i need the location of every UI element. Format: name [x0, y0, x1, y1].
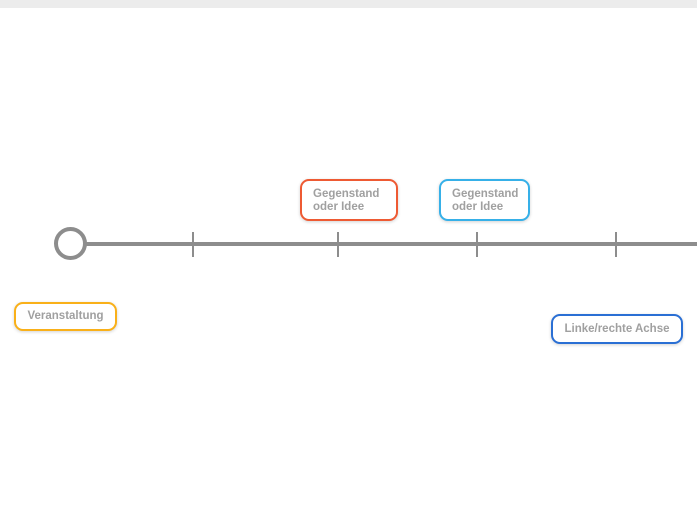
top-bar: [0, 0, 697, 8]
topic-node-1-label: Gegenstand oder Idee: [313, 188, 380, 213]
topic-node-1[interactable]: Gegenstand oder Idee: [300, 179, 398, 221]
axis-node[interactable]: Linke/rechte Achse: [551, 314, 683, 344]
timeline-start-circle-node[interactable]: [54, 227, 87, 260]
timeline-tick: [337, 232, 339, 257]
timeline-line: [85, 242, 697, 246]
topic-node-2-label: Gegenstand oder Idee: [452, 188, 519, 213]
timeline-tick: [192, 232, 194, 257]
topic-node-2[interactable]: Gegenstand oder Idee: [439, 179, 530, 221]
event-node-label: Veranstaltung: [27, 310, 104, 323]
axis-node-label: Linke/rechte Achse: [564, 322, 670, 335]
timeline-tick: [476, 232, 478, 257]
event-node[interactable]: Veranstaltung: [14, 302, 117, 331]
timeline-tick: [615, 232, 617, 257]
